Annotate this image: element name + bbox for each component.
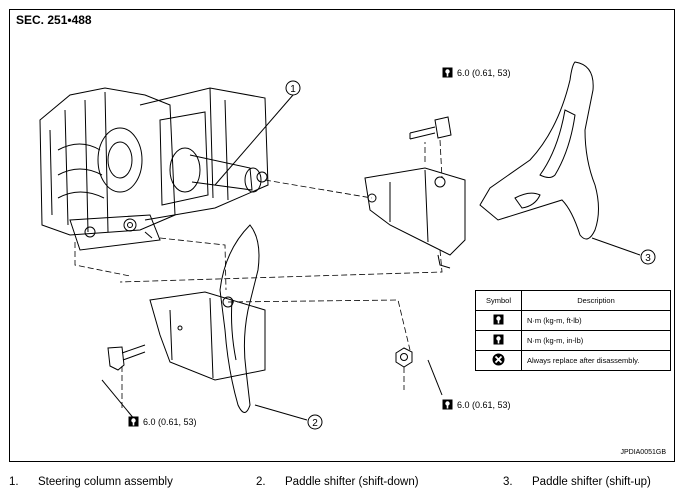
legend-item: 2. Paddle shifter (shift-down) xyxy=(256,476,419,488)
assembly-guide-lines xyxy=(74,139,443,410)
paddle-shifter-shift-up xyxy=(364,61,599,269)
callout-3: 3 xyxy=(640,249,656,265)
description-header: Description xyxy=(521,290,671,311)
callout-3-label: 3 xyxy=(645,253,651,264)
diagram-frame: SEC. 251•488 xyxy=(9,9,675,462)
legend-item: 1. Steering column assembly xyxy=(9,476,173,488)
torque-wrench-icon xyxy=(128,416,139,427)
callout-2: 2 xyxy=(307,414,323,430)
figure-id: JPDIA0051GB xyxy=(620,449,666,456)
symbol-row: N·m (kg-m, in-lb) xyxy=(475,330,671,351)
symbol-header: Symbol xyxy=(475,290,522,311)
callout-1: 1 xyxy=(285,80,301,96)
symbol-table: Symbol Description N·m (kg-m, ft-lb) xyxy=(475,290,671,371)
nut-right xyxy=(395,347,413,368)
section-label: SEC. 251•488 xyxy=(16,13,92,27)
bolt-top xyxy=(409,116,452,140)
torque-wrench-icon xyxy=(493,334,504,345)
torque-label-top: 6.0 (0.61, 53) xyxy=(442,67,511,78)
legend-number: 1. xyxy=(9,476,19,488)
symbol-description: N·m (kg-m, ft-lb) xyxy=(521,310,671,331)
symbol-row: N·m (kg-m, ft-lb) xyxy=(475,310,671,331)
torque-label-nut: 6.0 (0.61, 53) xyxy=(442,399,511,410)
legend-number: 2. xyxy=(256,476,266,488)
torque-label-bottom-left: 6.0 (0.61, 53) xyxy=(128,416,197,427)
legend-label: Steering column assembly xyxy=(38,476,173,488)
legend-label: Paddle shifter (shift-down) xyxy=(285,476,419,488)
legend-item: 3. Paddle shifter (shift-up) xyxy=(503,476,651,488)
torque-wrench-icon xyxy=(442,67,453,78)
paddle-shifter-shift-down xyxy=(149,224,266,413)
exploded-view-illustration: 1 2 3 xyxy=(39,61,656,430)
parts-legend: 1. Steering column assembly 2. Paddle sh… xyxy=(0,468,685,498)
torque-wrench-icon xyxy=(442,399,453,410)
symbol-row: Always replace after disassembly. xyxy=(475,350,671,371)
callout-1-label: 1 xyxy=(290,84,296,95)
symbol-description: Always replace after disassembly. xyxy=(521,350,671,371)
legend-label: Paddle shifter (shift-up) xyxy=(532,476,651,488)
bolt-bottom-left xyxy=(107,344,146,371)
legend-number: 3. xyxy=(503,476,513,488)
steering-column-assembly xyxy=(39,87,269,251)
replace-part-icon xyxy=(492,353,505,366)
callout-2-label: 2 xyxy=(312,418,318,429)
torque-wrench-icon xyxy=(493,314,504,325)
symbol-description: N·m (kg-m, in-lb) xyxy=(521,330,671,351)
